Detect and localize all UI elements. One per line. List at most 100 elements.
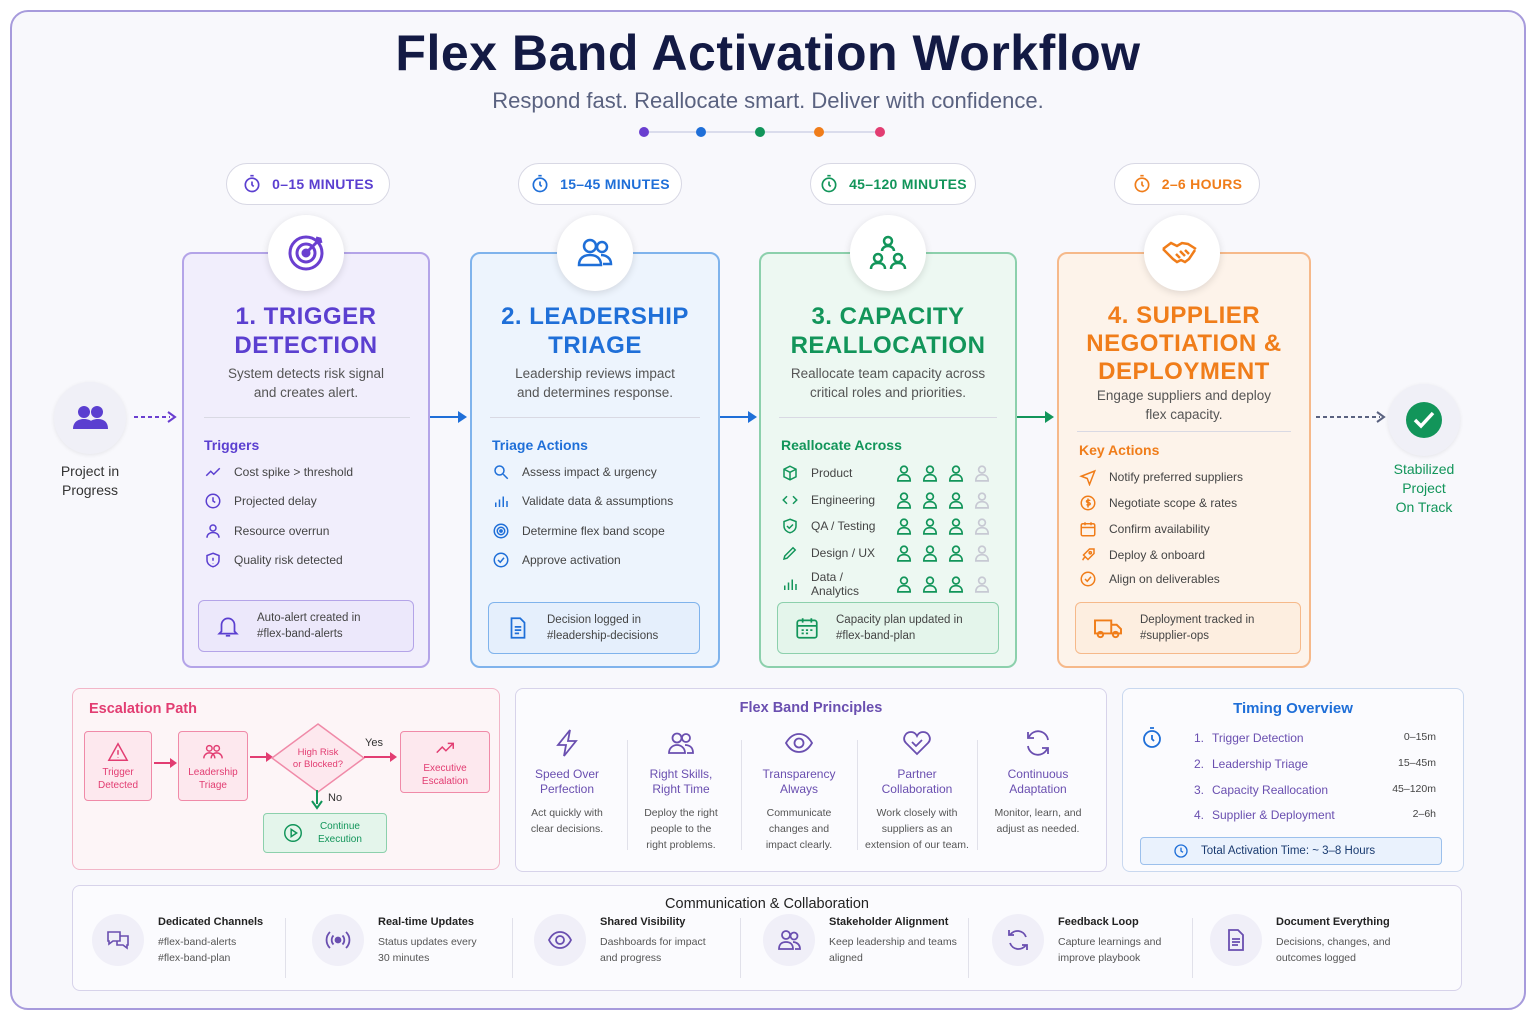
key-action-item: Confirm availability: [1079, 520, 1210, 538]
principle-title-line: Right Time: [652, 782, 710, 796]
person-filled-icon: [922, 465, 938, 482]
principle-desc-line: Deploy the right: [644, 807, 718, 819]
comm-title: Real-time Updates: [378, 916, 474, 928]
stage-description-line: Leadership reviews impact: [515, 366, 675, 381]
people-icon: [203, 744, 223, 758]
code-icon: [782, 495, 798, 505]
person-empty-icon: [974, 492, 990, 509]
principle-title-line: Always: [779, 782, 818, 796]
truck-icon: [1094, 619, 1122, 639]
principle-title-line: Right Skills,: [649, 767, 713, 781]
principle-desc-line: Work closely with: [876, 807, 958, 819]
note-line: Capacity plan updated in: [836, 614, 963, 626]
dashed-arrow: [1316, 411, 1386, 423]
person-filled-icon: [922, 576, 938, 593]
timing-num: 3.: [1194, 783, 1205, 797]
comm-desc-line: Dashboards for impact: [600, 936, 706, 948]
time-pill-stage-1: 0–15 MINUTES: [226, 163, 390, 205]
reallocate-role-row: Engineering: [781, 491, 991, 509]
auto-alert-note: Auto-alert created in#flex-band-alerts: [198, 600, 414, 652]
principle-title-line: Adaptation: [1009, 782, 1067, 796]
comm-title: Document Everything: [1276, 916, 1390, 928]
warning-icon: [107, 741, 129, 761]
key-action-label: Deploy & onboard: [1109, 548, 1206, 562]
total-activation-time: Total Activation Time: ~ 3–8 Hours: [1140, 837, 1442, 865]
escalation-box-label: Leadership: [188, 766, 238, 778]
panel-title: Flex Band Principles: [739, 700, 883, 716]
divider: [977, 740, 978, 850]
handshake-icon-circle: [1144, 215, 1220, 291]
eye-icon: [784, 733, 814, 753]
lightning-icon: [556, 729, 578, 757]
timing-value: 45–120m: [1392, 783, 1436, 795]
person-filled-icon: [896, 518, 912, 535]
clock-icon: [205, 493, 221, 509]
stage-title: 2. LEADERSHIP TRIAGE: [472, 302, 718, 360]
principle-desc-line: extension of our team.: [865, 839, 969, 851]
stage-description-line: flex capacity.: [1145, 407, 1223, 422]
calendar-icon: [1080, 522, 1096, 537]
trigger-item-label: Quality risk detected: [234, 553, 343, 567]
stage-title: 3. CAPACITY REALLOCATION: [761, 302, 1015, 360]
clock-icon: [1174, 844, 1188, 858]
principle-desc-line: people to the: [650, 823, 712, 835]
stage-title-line: NEGOTIATION &: [1086, 330, 1282, 357]
divider: [490, 417, 700, 418]
comm-desc-line: and progress: [600, 952, 662, 964]
key-action-label: Align on deliverables: [1109, 572, 1220, 586]
note-line: Auto-alert created in: [257, 612, 361, 624]
divider: [740, 918, 741, 978]
stage-title-line: DEPLOYMENT: [1098, 358, 1270, 385]
heart-handshake-icon: [903, 731, 931, 756]
person-filled-icon: [948, 518, 964, 535]
bell-icon: [217, 617, 239, 637]
key-action-item: Deploy & onboard: [1079, 546, 1205, 564]
time-pill-label: 0–15 MINUTES: [272, 176, 374, 192]
person-filled-icon: [948, 576, 964, 593]
stage-description-line: and creates alert.: [253, 385, 359, 400]
stopwatch-icon: [244, 174, 260, 193]
project-in-progress-label: Project in Progress: [40, 462, 140, 500]
target-icon: [288, 235, 324, 271]
person-filled-icon: [896, 465, 912, 482]
timing-label: Capacity Reallocation: [1212, 783, 1329, 797]
divider: [1077, 431, 1291, 432]
start-label-line: Project in: [60, 463, 120, 479]
section-heading: Reallocate Across: [781, 437, 902, 453]
play-circle-icon: [284, 824, 302, 842]
comm-desc-line: #flex-band-alerts: [158, 936, 237, 948]
divider: [779, 417, 997, 418]
divider: [512, 918, 513, 978]
person-empty-icon: [974, 518, 990, 535]
principle-title-line: Transparency: [762, 767, 836, 781]
person-empty-icon: [974, 545, 990, 562]
decision-label-line: or Blocked?: [292, 759, 344, 770]
time-pill-stage-2: 15–45 MINUTES: [518, 163, 682, 205]
principle-title-line: Speed Over: [534, 767, 600, 781]
stage-description-line: critical roles and priorities.: [809, 385, 967, 400]
people-icon: [668, 732, 694, 754]
principle-desc-line: changes and: [768, 823, 830, 835]
cube-icon: [783, 465, 797, 481]
time-pill-label: 2–6 HOURS: [1161, 176, 1243, 192]
end-label-line: Stabilized: [1393, 461, 1455, 477]
comm-desc-line: outcomes logged: [1276, 952, 1356, 964]
triage-item-label: Determine flex band scope: [522, 524, 665, 538]
start-label-line: Progress: [61, 482, 119, 498]
comm-desc-line: #flex-band-plan: [158, 952, 231, 964]
escalation-box-label: Detected: [97, 779, 139, 791]
check-circle-icon: [1080, 571, 1096, 587]
stopwatch-icon: [821, 174, 837, 193]
person-empty-icon: [974, 576, 990, 593]
trigger-item: Quality risk detected: [204, 551, 343, 569]
stopwatch-icon: [532, 174, 548, 193]
triage-item-label: Assess impact & urgency: [522, 465, 657, 479]
flow-arrow: [720, 411, 757, 423]
document-icon: [510, 617, 526, 639]
